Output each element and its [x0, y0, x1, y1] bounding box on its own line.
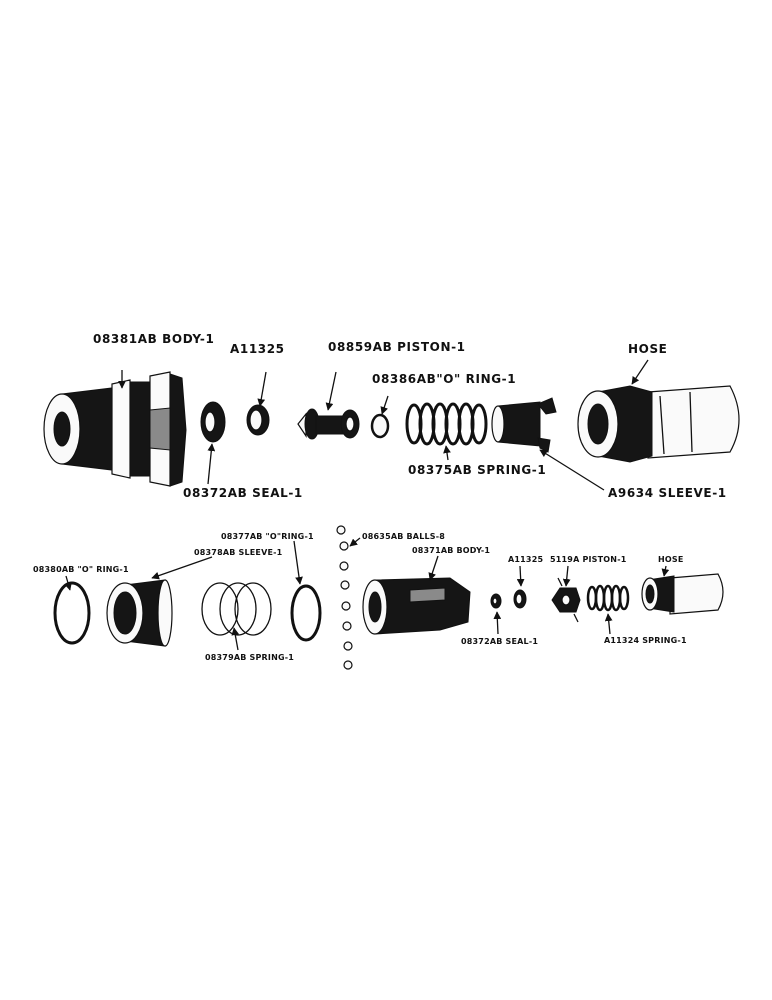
oring-08386ab-leader: [380, 395, 389, 415]
label-seal-08372ab-top: 08372AB SEAL-1: [183, 486, 303, 500]
sleeve-a9634-leader: [539, 449, 605, 491]
seal-08372ab-top-part: [200, 401, 226, 443]
label-seal-08372ab-bottom: 08372AB SEAL-1: [461, 637, 538, 646]
body-08371ab-leader: [428, 555, 439, 581]
spring-a11324-leader: [604, 613, 613, 635]
label-balls-08635ab: 08635AB BALLS-8: [362, 532, 445, 541]
oring-08386ab-part: [370, 413, 390, 439]
label-spring-a11324: A11324 SPRING-1: [604, 636, 687, 645]
spring-08379ab-part: [201, 582, 272, 636]
label-spring-08375ab: 08375AB SPRING-1: [408, 463, 546, 477]
oring-08380ab-part: [53, 581, 91, 645]
label-piston-5119a: 5119A PISTON-1: [550, 555, 627, 564]
sleeve-a9634-part: [491, 397, 557, 453]
label-oring-08380ab: 08380AB "O" RING-1: [33, 565, 129, 574]
sleeve-08378ab-part: [106, 579, 173, 647]
label-body-08371ab: 08371AB BODY-1: [412, 546, 490, 555]
ring-a11325-top-part: [246, 404, 270, 436]
balls-08635ab-leader: [349, 537, 361, 547]
label-oring-08377ab: 08377AB "O"RING-1: [221, 532, 314, 541]
hose-top-part: [577, 385, 740, 463]
oring-08377ab-part: [290, 584, 322, 642]
seal-08372ab-top-leader: [207, 443, 216, 485]
label-piston-08859ab: 08859AB PISTON-1: [328, 340, 466, 354]
a11325-top-leader: [257, 371, 267, 407]
spring-08375ab-leader: [443, 445, 451, 461]
oring-08377ab-leader: [293, 540, 303, 585]
hose-bottom-part: [641, 573, 724, 615]
ring-a11325-bottom-part: [513, 589, 527, 609]
piston-5119a-part: [551, 577, 581, 623]
label-sleeve-08378ab: 08378AB SLEEVE-1: [194, 548, 283, 557]
oring-08380ab-leader: [64, 575, 72, 591]
spring-08379ab-leader: [231, 627, 240, 651]
hose-bottom-leader: [661, 565, 670, 577]
sleeve-08378ab-leader: [151, 556, 213, 580]
seal-08372ab-bottom-part: [490, 593, 502, 609]
label-a11325-top: A11325: [230, 342, 285, 356]
piston-08859ab-leader: [325, 371, 337, 411]
piston-08859ab-part: [297, 408, 360, 440]
balls-08635ab-part: [336, 525, 353, 670]
label-sleeve-a9634: A9634 SLEEVE-1: [608, 486, 727, 500]
a11325-bottom-leader: [516, 565, 525, 587]
label-body-08381ab: 08381AB BODY-1: [93, 332, 214, 346]
spring-08375ab-part: [405, 402, 488, 446]
hose-top-leader: [631, 359, 649, 385]
spring-a11324-part: [586, 584, 630, 612]
label-spring-08379ab: 08379AB SPRING-1: [205, 653, 294, 662]
label-a11325-bottom: A11325: [508, 555, 543, 564]
body-08381ab-part: [43, 371, 187, 487]
body-08371ab-part: [362, 577, 471, 635]
label-hose-bottom: HOSE: [658, 555, 684, 564]
label-oring-08386ab: 08386AB"O" RING-1: [372, 372, 516, 386]
seal-08372ab-bottom-leader: [493, 611, 502, 635]
label-hose-top: HOSE: [628, 342, 667, 356]
piston-5119a-leader: [562, 565, 571, 587]
